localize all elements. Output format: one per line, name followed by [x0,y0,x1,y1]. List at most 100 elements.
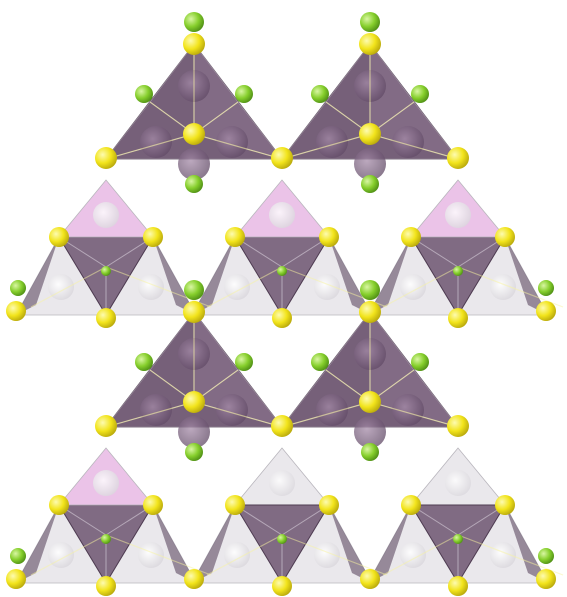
yellow-anion-atom [360,569,380,589]
yellow-anion-atom [319,495,339,515]
green-anion-atom [538,280,554,296]
bond-line [30,534,107,576]
bond-line [206,534,283,576]
inner-cation-sphere [269,202,295,228]
bond-line [105,534,212,576]
yellow-anion-atom [225,227,245,247]
inner-cation-sphere [490,542,516,568]
bond-lines-layer [30,44,564,583]
dark-polyhedron-facet [329,237,372,315]
green-anion-atom [235,85,253,103]
yellow-anion-atom [359,123,381,145]
yellow-anion-atom [96,576,116,596]
green-anion-atom [538,548,554,564]
pink-tetrahedra-layer [58,179,506,506]
yellow-anion-atom [183,33,205,55]
yellow-anion-atom [271,415,293,437]
green-anion-atom [311,353,329,371]
yellow-anion-atom [183,123,205,145]
bond-line [206,266,283,308]
dark-polyhedron-facet [505,237,548,315]
yellow-anion-atom [6,301,26,321]
bond-line [382,266,459,308]
bond-line [281,266,388,308]
yellow-anion-atom [447,415,469,437]
dark-polyhedron-facet [16,237,59,315]
inner-cation-sphere [138,542,164,568]
bond-line [281,534,388,576]
green-anion-atom [135,353,153,371]
dark-polyhedron-facet [153,237,196,315]
yellow-anion-atom [495,495,515,515]
inner-cation-sphere [93,470,119,496]
bond-line [105,133,195,160]
dark-polyhedron-facet [505,505,548,583]
bond-line [281,133,371,160]
green-anion-atom [360,280,380,300]
yellow-anion-atom [359,391,381,413]
inner-cation-sphere [138,274,164,300]
inner-cation-sphere [48,542,74,568]
yellow-anion-atom [183,391,205,413]
bond-line [457,534,564,576]
yellow-anion-atom [143,495,163,515]
green-anion-atom [277,534,287,544]
green-anion-atom [184,280,204,300]
green-anion-atom [10,280,26,296]
inner-cation-sphere [314,274,340,300]
inner-cation-sphere [224,274,250,300]
inner-cation-sphere [354,416,386,448]
inner-cation-sphere [354,148,386,180]
inner-cation-sphere [216,394,248,426]
yellow-anion-atom [95,147,117,169]
yellow-anion-atom [6,569,26,589]
inner-cation-sphere [316,126,348,158]
bond-line [30,266,107,308]
inner-cation-sphere [392,126,424,158]
yellow-anion-atom [225,495,245,515]
dark-polyhedron-facet [192,505,235,583]
green-anion-atom [361,175,379,193]
yellow-anion-atom [49,227,69,247]
inner-cation-sphere [445,470,471,496]
dark-polyhedron-facet [329,505,372,583]
inner-cation-sphere [224,542,250,568]
yellow-anion-atom [272,576,292,596]
yellow-anion-atom [401,227,421,247]
yellow-anion-atom [319,227,339,247]
inner-cation-sphere [93,202,119,228]
dark-polyhedron-facet [153,505,196,583]
inner-cation-sphere [140,126,172,158]
yellow-anion-atom [401,495,421,515]
green-anion-atom [235,353,253,371]
yellow-anion-atom [96,308,116,328]
bond-line [105,401,195,428]
inner-cation-sphere [269,470,295,496]
inner-cation-sphere [178,148,210,180]
inner-cation-sphere [316,394,348,426]
yellow-anion-atom [447,147,469,169]
green-anion-atom [10,548,26,564]
green-anion-atom [185,175,203,193]
green-anion-atom [184,12,204,32]
yellow-anion-atom [359,301,381,323]
bond-line [382,534,459,576]
green-anion-atom [411,85,429,103]
yellow-anion-atom [448,576,468,596]
green-anion-atom [411,353,429,371]
green-anion-atom [101,266,111,276]
yellow-anion-atom [49,495,69,515]
yellow-anion-atom [536,301,556,321]
bond-line [281,401,371,428]
dark-polyhedron-facet [192,237,235,315]
green-anion-atom [101,534,111,544]
yellow-anion-atom [359,33,381,55]
green-anion-atom [135,85,153,103]
green-anion-atom [360,12,380,32]
yellow-anion-atom [536,569,556,589]
yellow-anion-atom [143,227,163,247]
bond-line [193,401,283,428]
green-anion-atom [277,266,287,276]
inner-cation-sphere [490,274,516,300]
